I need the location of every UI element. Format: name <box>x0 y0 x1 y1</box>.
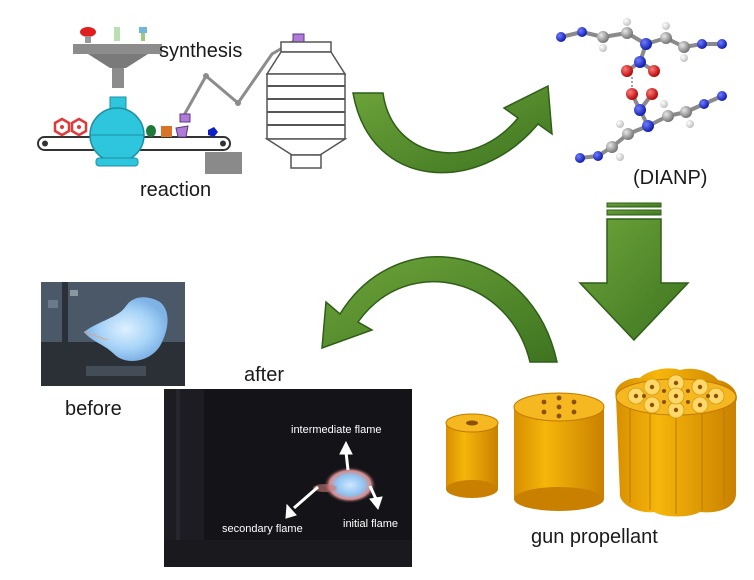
hopper <box>73 44 162 88</box>
robotic-arm <box>179 33 305 123</box>
seven-perforated-grain <box>513 392 605 511</box>
arrow-dianp-to-propellant <box>578 202 690 342</box>
after-flame-photo <box>164 389 412 567</box>
gun-propellant-label: gun propellant <box>531 526 658 548</box>
initial-flame-label: initial flame <box>343 518 399 530</box>
reaction-label: reaction <box>140 179 212 201</box>
secondary-flame-label: secondary flame <box>222 523 303 535</box>
receiving-box <box>205 152 242 174</box>
reactant-molecule-icons <box>53 117 88 137</box>
before-flame-photo <box>41 282 185 386</box>
synthesis-apparatus <box>37 27 348 174</box>
synthesis-label: synthesis <box>159 40 243 62</box>
after-label: after <box>244 364 285 386</box>
arrow-synthesis-to-dianp <box>352 84 553 174</box>
before-label: before <box>65 398 122 420</box>
single-perforated-grain <box>445 413 499 498</box>
reaction-flask <box>89 96 145 167</box>
dianp-molecule <box>556 18 727 163</box>
arrow-propellant-to-flame-test <box>321 256 558 363</box>
reagent-icons <box>80 27 147 43</box>
rosette-perforated-grain <box>615 368 737 517</box>
dianp-label: (DIANP) <box>633 167 708 189</box>
flame-label-arrows <box>285 440 383 519</box>
intermediate-flame-label: intermediate flame <box>291 424 382 436</box>
collection-tower <box>264 41 348 169</box>
propellant-grains <box>445 368 737 517</box>
product-items <box>146 125 218 138</box>
